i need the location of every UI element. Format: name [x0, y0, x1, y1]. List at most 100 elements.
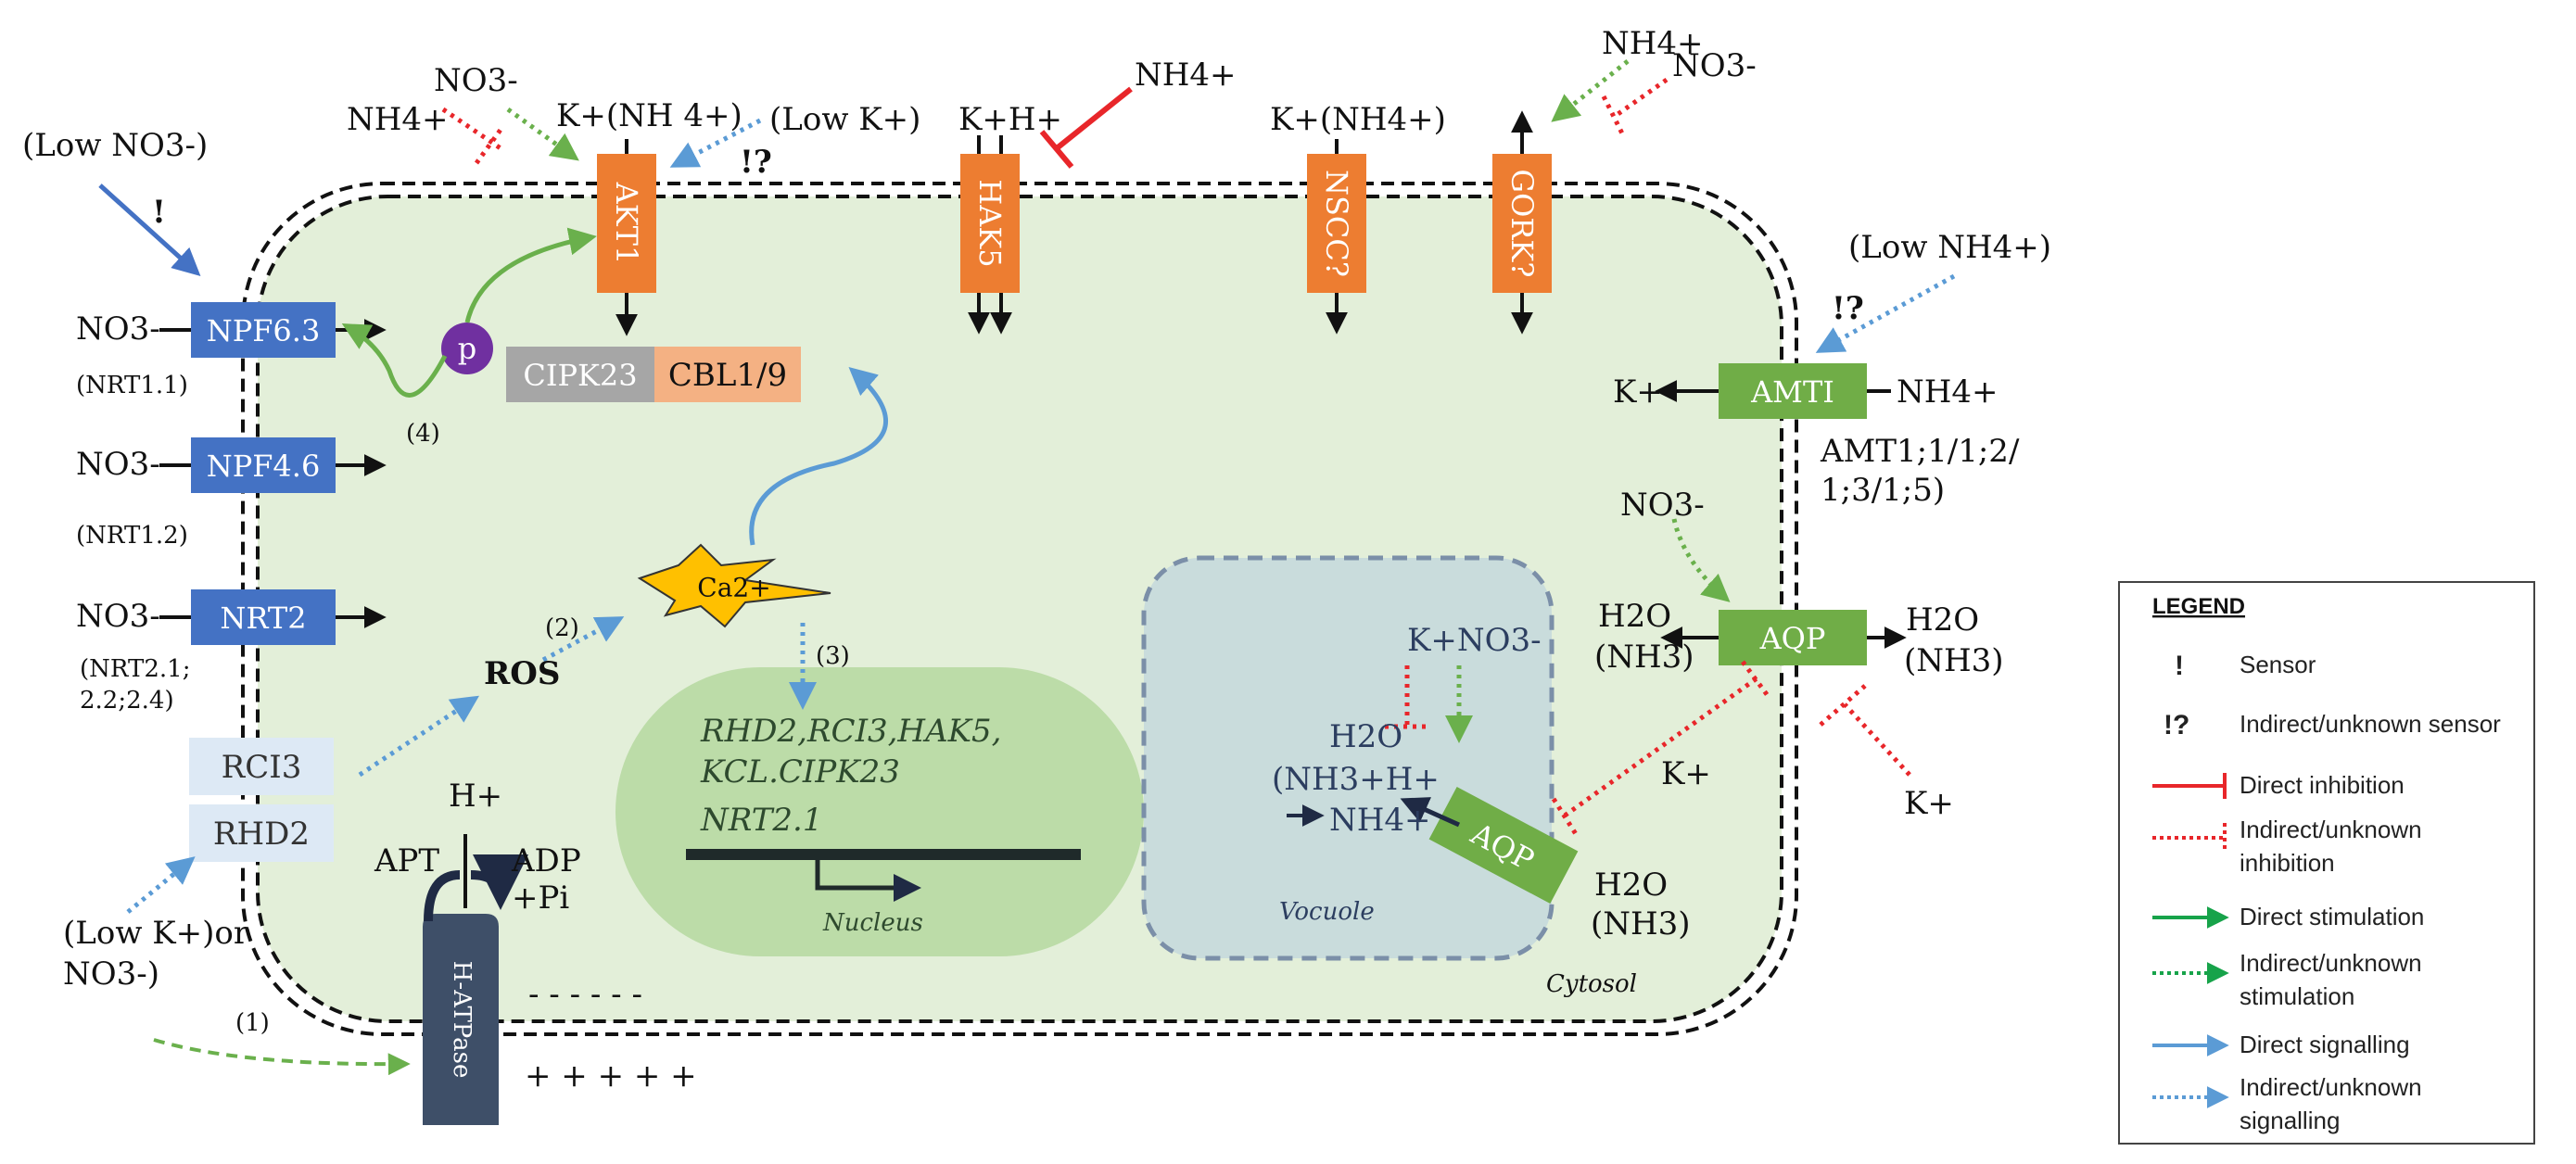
npf63-transporter [191, 302, 336, 358]
h-atpase-pump [423, 914, 499, 1125]
vacuole [1141, 555, 1554, 961]
nh4-hak5-direct-inhibition [1039, 86, 1133, 169]
vacuole-nh4-label: NH4+ [1329, 802, 1431, 839]
legend-indirect-signalling-text-2: signalling [2240, 1107, 2340, 1134]
nrt21-label-line2: 2.2;2.4) [80, 687, 174, 715]
nh4-gork-label: NH4+ [1602, 25, 1704, 62]
aqp-membrane-label: AQP [1759, 621, 1826, 656]
low-k-or-no3-label-line1: (Low K+)or [63, 915, 249, 952]
amt-isoforms-line2: 1;3/1;5) [1821, 472, 1945, 509]
nrt21-label-line1: (NRT2.1; [80, 655, 190, 683]
cipk23-box [506, 347, 654, 402]
legend-indirect-inhibition-text-1: Indirect/unknown [2240, 816, 2422, 843]
rhd2-label: RHD2 [213, 816, 310, 853]
cbl19-box [654, 347, 801, 402]
k-aqp-inhibition-inner [1551, 660, 1771, 836]
h2o-left-label: H2O [1598, 598, 1671, 635]
k-aqp-inhibition-outer [1819, 684, 1911, 777]
rci3-label: RCI3 [222, 749, 302, 786]
no3-top-label: NO3- [434, 62, 518, 99]
calcium-star [637, 543, 831, 628]
no3-gork-inhibition [1601, 77, 1669, 139]
nscc-label: NSCC? [1319, 170, 1354, 277]
step3-label: (3) [816, 642, 850, 670]
k-nh4-nscc-label: K+(NH4+) [1270, 101, 1446, 138]
adp-label: ADP [511, 842, 581, 879]
k-inner-label: K+ [1661, 755, 1711, 792]
h2o-right-label: H2O [1906, 601, 1979, 639]
legend-unknown-sensor-text: Indirect/unknown sensor [2240, 710, 2501, 738]
nh3-right-label: (NH3) [1904, 642, 2004, 679]
low-no3-direct-signal [98, 183, 201, 277]
rhd2-box [189, 804, 334, 862]
legend-indirect-stimulation-text-1: Indirect/unknown [2240, 949, 2422, 977]
low-k-or-no3-label-line2: NO3-) [63, 955, 159, 993]
legend-indirect-signalling-text-1: Indirect/unknown [2240, 1073, 2422, 1101]
transcription-arrow [815, 854, 921, 902]
phospho-akt1-stimulation [464, 227, 597, 323]
nucleus-label: Nucleus [822, 909, 923, 937]
low-nh4-indirect-signal [1815, 273, 1956, 353]
step1-atpase-stimulation [153, 1038, 411, 1076]
vacuole-k-inhibition [1385, 665, 1428, 729]
nh4-akt1-inhibition [441, 107, 503, 165]
k-amt-label: K+ [1613, 373, 1663, 411]
phosphate-circle [441, 323, 493, 374]
calcium-label: Ca2+ [697, 573, 770, 603]
nh3-bottom-label: (NH3) [1591, 905, 1691, 943]
npf46-transporter [191, 437, 336, 493]
low-k-label: (Low K+) [769, 101, 920, 138]
legend-title: LEGEND [2152, 594, 2245, 619]
vacuole-h2o-label: H2O [1329, 718, 1402, 755]
nh3-left-label: (NH3) [1594, 639, 1694, 676]
akt1-channel [597, 154, 656, 293]
nh4-amt-label: NH4+ [1897, 373, 1999, 411]
cipk23-label: CIPK23 [523, 358, 637, 393]
no3-nrt2-label: NO3- [76, 598, 160, 635]
no3-aqp-stimulation [1671, 518, 1731, 602]
no3-aqp-label: NO3- [1620, 487, 1705, 524]
legend-indirect-inhibition-icon [2152, 823, 2227, 853]
apt-label: APT [374, 842, 439, 879]
akt1-unknown-sensor-mark: !? [740, 144, 772, 181]
step4-label: (4) [406, 420, 440, 448]
genes-line2: KCL.CIPK23 [700, 753, 900, 791]
low-k-indirect-signal [669, 118, 762, 168]
membrane-positive-charges: + + + + + [525, 1057, 697, 1094]
no3-npf63-label: NO3- [76, 310, 160, 348]
hak5-label: HAK5 [972, 179, 1008, 267]
nrt11-label: (NRT1.1) [76, 372, 188, 399]
vacuole-k-no3-label: K+NO3- [1407, 622, 1542, 659]
no3-npf46-label: NO3- [76, 446, 160, 483]
legend-frame [2118, 581, 2535, 1145]
phosphate-label: p [458, 331, 476, 366]
phospho-npf63-stimulation [341, 323, 448, 398]
nh4-top-left-label: NH4+ [347, 101, 449, 138]
calcium-cbl-direct-signal [749, 367, 889, 546]
legend: LEGEND ! Sensor !? Indirect/unknown sens… [2118, 581, 2535, 1145]
step2-label: (2) [545, 614, 579, 642]
legend-sensor-text: Sensor [2240, 651, 2316, 678]
low-no3-sensor-mark: ! [152, 194, 166, 231]
nh4-gork-stimulation [1551, 59, 1630, 122]
genes-line3: NRT2.1 [700, 802, 823, 839]
h-plus-label: H+ [449, 778, 502, 815]
nucleus [615, 667, 1144, 956]
nh4-hak5-label: NH4+ [1135, 57, 1237, 94]
npf46-label: NPF4.6 [207, 449, 321, 484]
aqp-membrane-transporter [1719, 610, 1867, 665]
gork-channel [1492, 154, 1552, 293]
legend-indirect-stimulation-text-2: stimulation [2240, 982, 2354, 1010]
vacuole-nh3h-label: (NH3+H+ [1272, 761, 1440, 798]
low-no3-label: (Low NO3-) [22, 127, 208, 164]
legend-direct-stimulation-text: Direct stimulation [2240, 903, 2424, 930]
rci3-box [189, 738, 334, 795]
npf63-label: NPF6.3 [207, 313, 321, 348]
vacuole-aqp-export-arrow [1400, 797, 1461, 828]
k-right-label: K+ [1904, 785, 1954, 822]
nrt12-label: (NRT1.2) [76, 522, 188, 550]
amt-isoforms-line1: AMT1;1/1;2/ [1820, 433, 2020, 470]
legend-direct-inhibition-text: Direct inhibition [2240, 771, 2405, 799]
cytosol-label: Cytosol [1546, 970, 1637, 998]
amt-label: AMTI [1750, 374, 1834, 410]
